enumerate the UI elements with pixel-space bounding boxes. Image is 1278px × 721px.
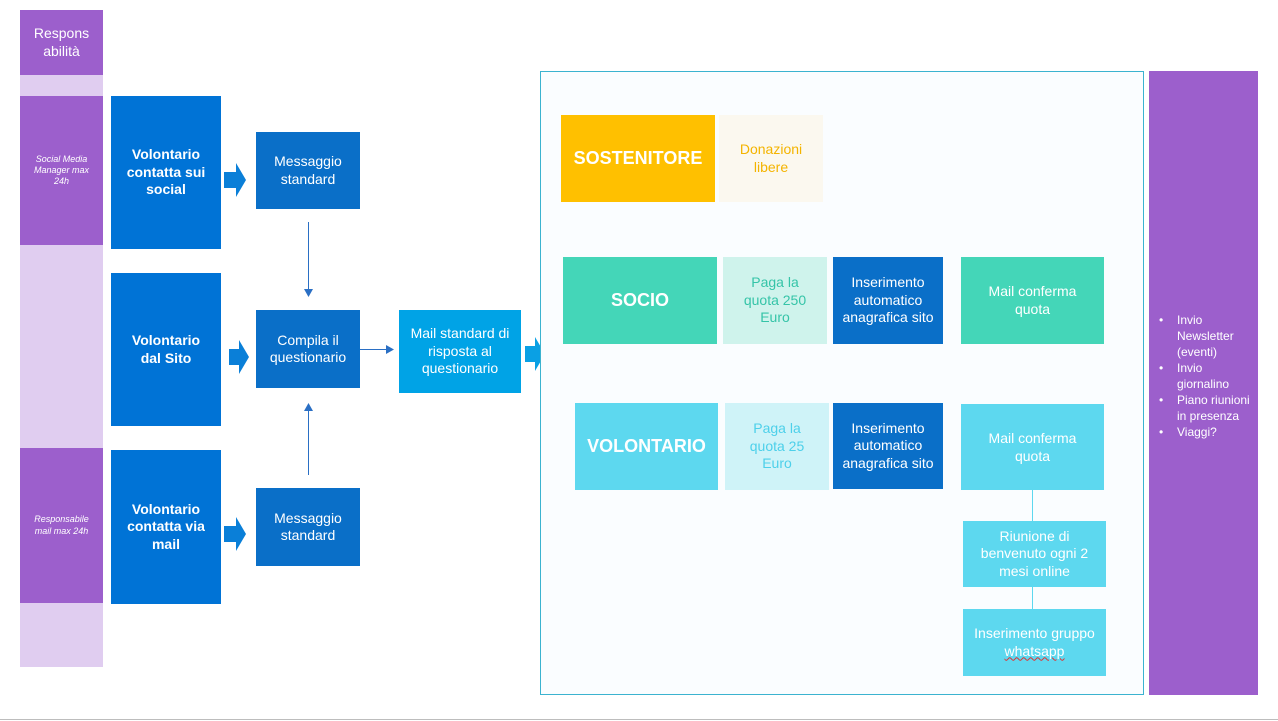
sostenitore-detail-label: Donazioni libere: [739, 141, 803, 175]
benefit-viaggi: Viaggi?: [1177, 425, 1217, 439]
socio-inserimento: Inserimento automatico anagrafica sito: [833, 257, 943, 344]
lane-sito: [20, 245, 103, 448]
source-sito-label: Volontario dal Sito: [131, 332, 201, 366]
connector-mail-riunione: [1032, 490, 1033, 521]
volontario-riunione-label: Riunione di benvenuto ogni 2 mesi online: [980, 527, 1089, 579]
sostenitore-detail: Donazioni libere: [719, 115, 823, 202]
responsabilita-label: Respons abilità: [33, 25, 90, 59]
bottom-divider: [0, 719, 1278, 720]
volontario-quota-label: Paga la quota 25 Euro: [749, 420, 805, 472]
bullet-icon: •: [1159, 425, 1164, 439]
bullet-icon: •: [1159, 361, 1164, 375]
benefits-panel: [1149, 71, 1258, 695]
source-sito: Volontario dal Sito: [111, 273, 221, 426]
volontario-mail-conferma-label: Mail conferma quota: [988, 430, 1077, 464]
step-messaggio-bottom-label: Messaggio standard: [274, 509, 342, 544]
gruppo-prefix: Inserimento gruppo: [974, 625, 1095, 641]
arrow-mail-icon: [224, 517, 246, 551]
arrowhead-right-icon: [386, 345, 394, 354]
volontario-riunione: Riunione di benvenuto ogni 2 mesi online: [963, 521, 1106, 587]
bullet-icon: •: [1159, 313, 1164, 327]
socio-inserimento-label: Inserimento automatico anagrafica sito: [842, 274, 934, 326]
volontario-gruppo: Inserimento gruppo whatsapp: [963, 609, 1106, 676]
category-volontario: VOLONTARIO: [575, 403, 718, 490]
bullet-icon: •: [1159, 393, 1164, 407]
step-messaggio-bottom: Messaggio standard: [256, 488, 360, 566]
connector-bottom-up: [308, 410, 309, 475]
step-compila: Compila il questionario: [256, 310, 360, 388]
gruppo-word: whatsapp: [1004, 642, 1065, 659]
category-sostenitore: SOSTENITORE: [561, 115, 715, 202]
arrowhead-up-icon: [304, 403, 313, 411]
socio-title: SOCIO: [610, 290, 669, 311]
step-messaggio-top-label: Messaggio standard: [274, 153, 342, 187]
benefits-list: • Invio Newsletter (eventi) • Invio gior…: [1159, 312, 1253, 440]
step-mail-standard: Mail standard di risposta al questionari…: [399, 310, 521, 393]
benefit-item: • Invio Newsletter (eventi): [1159, 312, 1253, 360]
lane-spacer-top: [20, 75, 103, 96]
benefit-riunioni: Piano riunioni in presenza: [1177, 393, 1250, 423]
category-socio: SOCIO: [563, 257, 717, 344]
lane-mail: Responsabile mail max 24h: [20, 448, 103, 603]
connector-top-down: [308, 222, 309, 290]
connector-compila-mail: [360, 349, 388, 350]
lane-mail-label: Responsabile mail max 24h: [34, 514, 89, 536]
volontario-title: VOLONTARIO: [587, 436, 706, 457]
lane-social: Social Media Manager max 24h: [20, 96, 103, 245]
benefit-item: • Invio giornalino: [1159, 360, 1253, 392]
step-compila-label: Compila il questionario: [269, 331, 347, 366]
arrowhead-down-icon: [304, 289, 313, 297]
socio-quota-label: Paga la quota 250 Euro: [743, 274, 807, 326]
volontario-inserimento: Inserimento automatico anagrafica sito: [833, 403, 943, 489]
volontario-inserimento-label: Inserimento automatico anagrafica sito: [842, 419, 934, 471]
sostenitore-title: SOSTENITORE: [573, 148, 703, 169]
step-messaggio-top: Messaggio standard: [256, 132, 360, 209]
source-mail-label: Volontario contatta via mail: [127, 500, 205, 552]
socio-quota: Paga la quota 250 Euro: [723, 257, 827, 344]
lane-spacer-bottom: [20, 603, 103, 667]
connector-riunione-gruppo: [1032, 587, 1033, 609]
source-social: Volontario contatta sui social: [111, 96, 221, 249]
source-mail: Volontario contatta via mail: [111, 450, 221, 604]
step-mail-standard-label: Mail standard di risposta al questionari…: [410, 325, 510, 377]
volontario-quota: Paga la quota 25 Euro: [725, 403, 829, 490]
source-social-label: Volontario contatta sui social: [126, 146, 206, 198]
benefit-item: • Piano riunioni in presenza: [1159, 392, 1253, 424]
benefit-giornalino: Invio giornalino: [1177, 361, 1230, 391]
socio-mail-conferma-label: Mail conferma quota: [988, 283, 1077, 317]
benefit-newsletter: Invio Newsletter (eventi): [1177, 313, 1234, 359]
benefit-item: • Viaggi?: [1159, 424, 1253, 440]
socio-mail-conferma: Mail conferma quota: [961, 257, 1104, 344]
volontario-mail-conferma: Mail conferma quota: [961, 404, 1104, 490]
arrow-sito-icon: [229, 340, 249, 374]
responsabilita-header: Respons abilità: [20, 10, 103, 75]
arrow-social-icon: [224, 163, 246, 197]
volontario-gruppo-label: Inserimento gruppo whatsapp: [963, 625, 1106, 660]
lane-social-label: Social Media Manager max 24h: [33, 153, 90, 187]
